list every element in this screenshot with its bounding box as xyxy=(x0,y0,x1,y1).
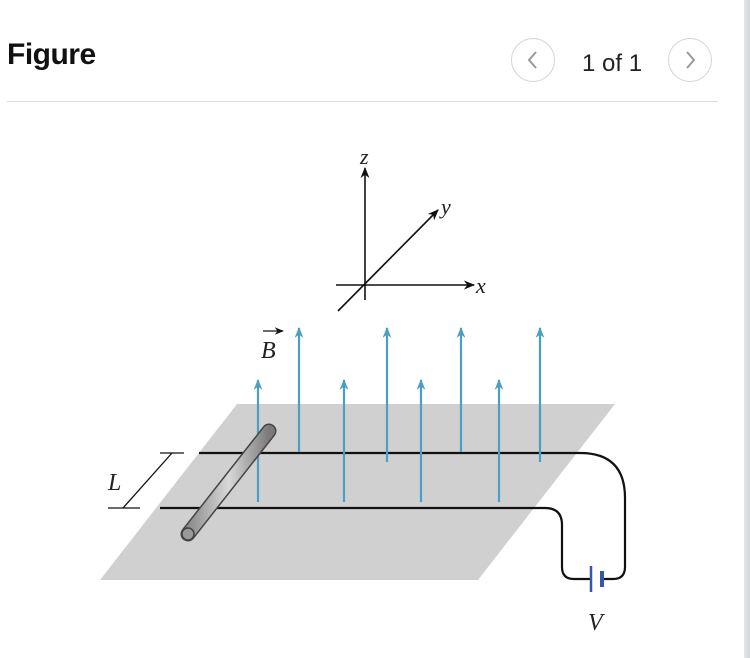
coordinate-axes: z y x xyxy=(336,144,486,312)
page-indicator: 1 of 1 xyxy=(582,50,643,77)
length-label: L xyxy=(107,470,121,496)
previous-button[interactable] xyxy=(511,38,555,82)
next-button[interactable] xyxy=(668,38,712,82)
lower-rail xyxy=(160,506,591,581)
upper-rail xyxy=(199,451,627,581)
field-label: B xyxy=(261,327,284,364)
chevron-left-icon xyxy=(527,51,537,69)
chevron-right-icon xyxy=(686,51,696,69)
z-axis-label: z xyxy=(359,144,369,169)
scrollbar[interactable] xyxy=(744,0,750,658)
battery-symbol xyxy=(589,566,604,592)
y-axis-label: y xyxy=(439,194,451,219)
figure-title: Figure xyxy=(7,38,96,71)
y-axis xyxy=(337,209,439,312)
conducting-rod xyxy=(180,423,277,542)
voltage-label: V xyxy=(588,610,605,636)
x-axis-label: x xyxy=(475,273,486,298)
length-dimension xyxy=(108,452,184,509)
circuit-wire xyxy=(160,451,627,581)
horizontal-plane xyxy=(100,404,615,580)
field-label-text: B xyxy=(261,338,276,364)
header-divider xyxy=(7,101,718,102)
